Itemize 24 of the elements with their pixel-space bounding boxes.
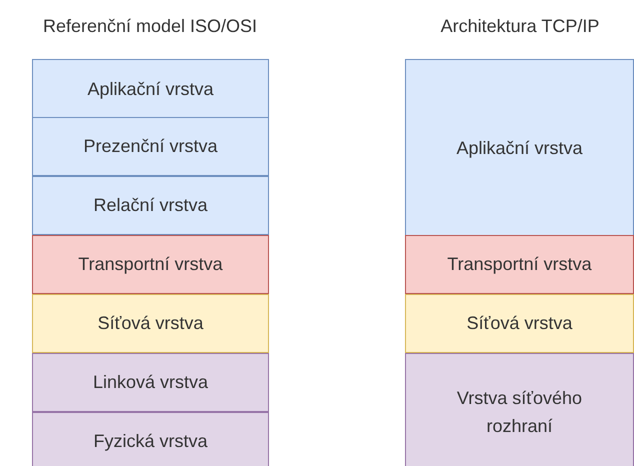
layer-name: Prezenční vrstva xyxy=(83,135,218,158)
layer-box xyxy=(32,59,269,118)
layer-box xyxy=(32,234,269,294)
layer-name: Transportní vrstva xyxy=(78,253,223,276)
layer-name: Linková vrstva xyxy=(92,371,208,394)
layer-box xyxy=(32,116,269,176)
layer-box xyxy=(32,176,269,234)
layer-name: Aplikační vrstva xyxy=(87,78,214,101)
layer-box xyxy=(32,294,269,352)
layer-box xyxy=(405,294,634,352)
layer-name: Síťová vrstva xyxy=(466,312,572,335)
layer-box xyxy=(32,352,269,412)
layer-box xyxy=(32,412,269,466)
column-heading: Referenční model ISO/OSI xyxy=(42,16,258,37)
layer-name: Aplikační vrstva xyxy=(456,136,583,160)
layer-name: Vrstva síťového rozhraní xyxy=(456,386,584,438)
layer-box xyxy=(405,352,634,466)
layer-name: Síťová vrstva xyxy=(98,312,204,335)
layer-name: Relační vrstva xyxy=(93,194,208,217)
layer-name: Fyzická vrstva xyxy=(93,430,208,453)
layer-box xyxy=(405,234,634,294)
layer-box xyxy=(405,59,634,236)
layer-name: Transportní vrstva xyxy=(447,253,592,276)
column-heading: Architektura TCP/IP xyxy=(440,16,600,37)
